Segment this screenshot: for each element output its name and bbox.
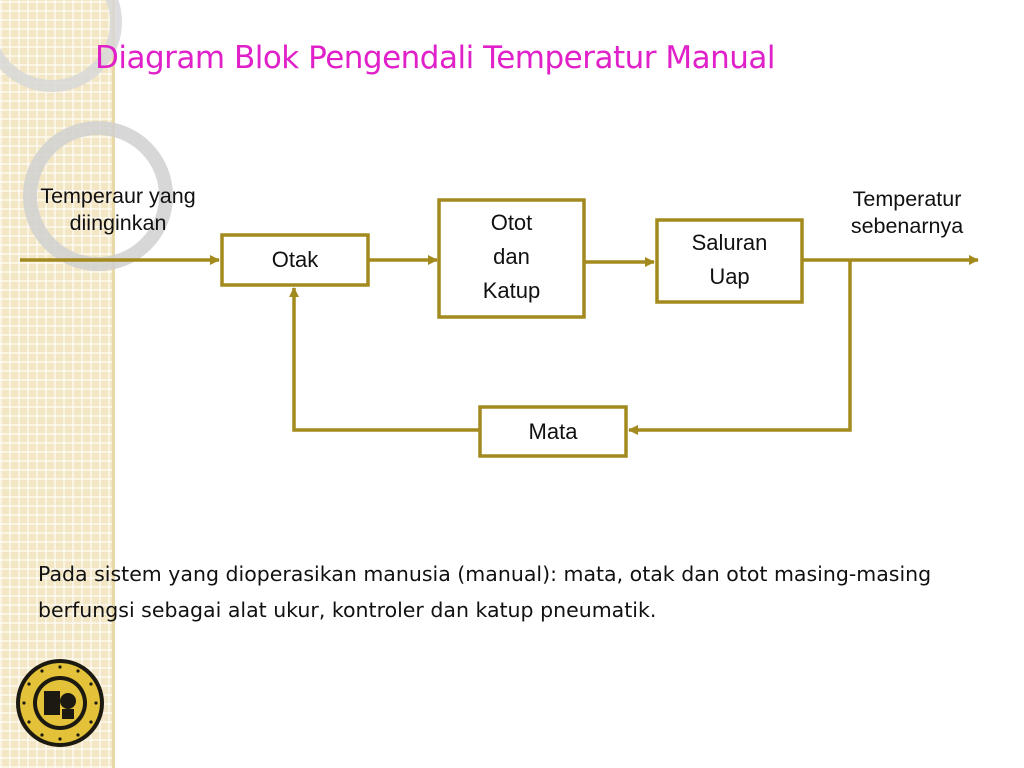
left-strip-edge [112,0,115,768]
block-mata-label: Mata [528,419,578,444]
block-saluran-uap-label: Saluran Uap [657,226,802,294]
block-otot-katup [437,198,586,319]
feedback-line-to-mata [628,260,852,435]
input-label: Temperaur yang diinginkan [40,184,196,235]
saluran-uap-line-2: Uap [709,264,750,289]
decorative-circle-top [0,0,122,92]
otot-katup-line-2: dan [493,244,530,269]
decorative-circles [0,0,173,271]
saluran-uap-line-1: Saluran [691,230,768,255]
otot-katup-line-1: Otot [490,210,533,235]
output-label: Temperatur sebenarnya [850,187,964,238]
feedback-line-to-otak [289,287,480,432]
block-otak-label: Otak [271,247,319,272]
block-mata [478,405,628,458]
slide-caption: Pada sistem yang dioperasikan manusia (m… [38,562,932,622]
block-otak [220,233,370,287]
block-saluran-uap [655,218,804,304]
block-otot-katup-label: Otot dan Katup [439,206,584,308]
institution-logo [16,659,104,747]
decorative-circle-bottom [23,121,173,271]
otot-katup-line-3: Katup [482,278,541,303]
slide-title: Diagram Blok Pengendali Temperatur Manua… [95,40,776,76]
